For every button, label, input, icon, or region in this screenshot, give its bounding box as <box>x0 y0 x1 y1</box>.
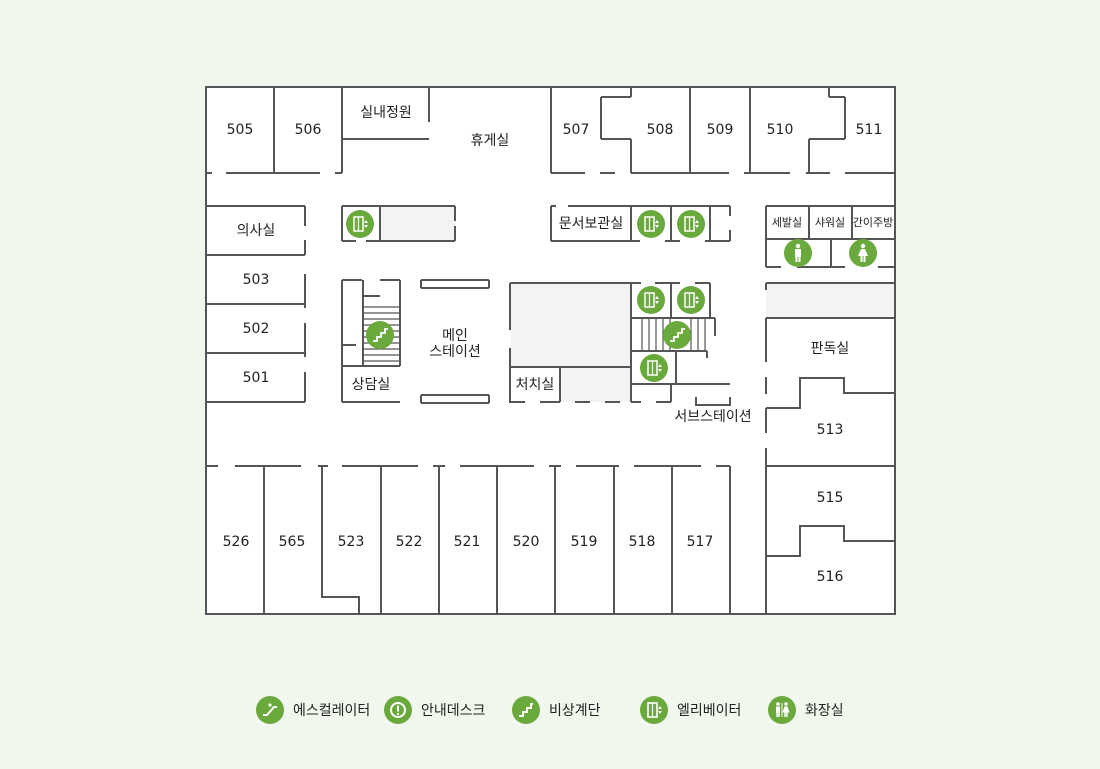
restroom-male-icon <box>784 239 812 267</box>
shaded-zones <box>380 206 895 402</box>
room-501: 501 <box>243 370 270 386</box>
room-archive: 문서보관실 <box>559 216 623 232</box>
room-509: 509 <box>707 122 734 138</box>
info-desk-icon <box>384 696 412 724</box>
room-526: 526 <box>223 534 250 550</box>
restroom-icon <box>768 696 796 724</box>
elevator-icon <box>676 285 706 315</box>
escalator-icon <box>256 696 284 724</box>
room-507: 507 <box>563 122 590 138</box>
legend-label: 비상계단 <box>549 703 601 719</box>
room-518: 518 <box>629 534 656 550</box>
legend-restroom: 화장실 <box>768 696 844 724</box>
room-pantry: 간이주방 <box>853 216 893 229</box>
room-522: 522 <box>396 534 423 550</box>
emergency-stairs-icon <box>365 320 395 350</box>
room-519: 519 <box>571 534 598 550</box>
legend-label: 엘리베이터 <box>677 703 742 719</box>
room-sub-station: 서브스테이션 <box>674 409 751 425</box>
elevator-icon <box>636 209 666 239</box>
legend-label: 화장실 <box>805 703 844 719</box>
main-station-line1: 메인 <box>442 328 468 344</box>
room-doctor: 의사실 <box>237 223 276 239</box>
elevator-icon <box>640 696 668 724</box>
room-513: 513 <box>817 422 844 438</box>
legend-info-desk: 안내데스크 <box>384 696 485 724</box>
room-shower: 샤워실 <box>815 216 845 229</box>
legend-elevator: 엘리베이터 <box>640 696 741 724</box>
room-516: 516 <box>817 569 844 585</box>
room-hair-wash: 세발실 <box>772 216 802 229</box>
legend-emergency-stairs: 비상계단 <box>512 696 601 724</box>
room-520: 520 <box>513 534 540 550</box>
room-565: 565 <box>279 534 306 550</box>
room-515: 515 <box>817 490 844 506</box>
elevator-icon <box>636 285 666 315</box>
room-517: 517 <box>687 534 714 550</box>
room-510: 510 <box>767 122 794 138</box>
room-treatment: 처치실 <box>516 377 555 393</box>
room-reading: 판독실 <box>811 341 850 357</box>
room-counseling: 상담실 <box>352 377 391 393</box>
legend-label: 안내데스크 <box>421 703 486 719</box>
elevator-icon <box>345 209 375 239</box>
elevator-icon <box>639 353 669 383</box>
elevator-icon <box>676 209 706 239</box>
room-502: 502 <box>243 321 270 337</box>
room-521: 521 <box>454 534 481 550</box>
legend: 에스컬레이터 안내데스크 비상계단 엘리베이터 화장실 <box>0 690 1100 730</box>
emergency-stairs-icon <box>512 696 540 724</box>
room-505: 505 <box>227 122 254 138</box>
room-511: 511 <box>856 122 883 138</box>
room-523: 523 <box>338 534 365 550</box>
room-506: 506 <box>295 122 322 138</box>
main-station-line2: 스테이션 <box>429 344 481 360</box>
legend-escalator: 에스컬레이터 <box>256 696 370 724</box>
emergency-stairs-icon <box>662 320 692 350</box>
room-indoor-garden: 실내정원 <box>360 105 412 121</box>
restroom-female-icon <box>849 239 877 267</box>
room-503: 503 <box>243 272 270 288</box>
room-lounge: 휴게실 <box>471 133 510 149</box>
legend-label: 에스컬레이터 <box>293 703 371 719</box>
room-508: 508 <box>647 122 674 138</box>
walls <box>205 86 896 615</box>
